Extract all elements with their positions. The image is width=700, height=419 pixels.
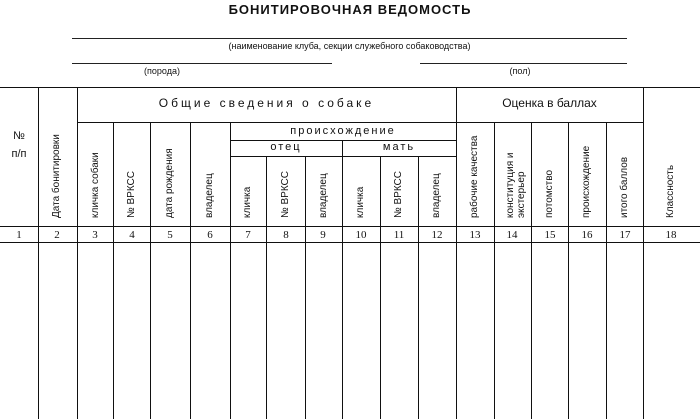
work-qualities-header: рабочие качества bbox=[469, 135, 480, 218]
constitution-header: конституция и экстерьер bbox=[505, 152, 527, 218]
sex-line bbox=[420, 63, 627, 64]
offspring-header: потомство bbox=[544, 169, 555, 218]
dog-name-header: кличка собаки bbox=[90, 152, 101, 218]
numbers-bottom-line bbox=[0, 242, 700, 243]
col-line-16 bbox=[606, 122, 607, 419]
col-line-4 bbox=[150, 122, 151, 419]
col-num-1: 1 bbox=[16, 229, 22, 241]
club-line bbox=[72, 38, 627, 39]
club-caption: (наименование клуба, секции служебного с… bbox=[228, 41, 471, 51]
col-num-4: 4 bbox=[129, 229, 135, 241]
numbers-top-line bbox=[0, 226, 700, 227]
owner-header: владелец bbox=[204, 173, 215, 218]
col-line-3 bbox=[113, 122, 114, 419]
mother-vrkss-header: № ВРКСС bbox=[393, 170, 404, 218]
col-num-12: 12 bbox=[431, 229, 443, 241]
father-header: отец bbox=[270, 141, 302, 153]
col-num-18: 18 bbox=[665, 229, 677, 241]
mother-name-header: кличка bbox=[355, 186, 366, 218]
col-line-14 bbox=[531, 122, 532, 419]
num-symbol-header: № bbox=[13, 130, 25, 142]
col-num-6: 6 bbox=[207, 229, 213, 241]
pedigree-header: происхождение bbox=[581, 145, 592, 218]
col-num-17: 17 bbox=[619, 229, 631, 241]
col-line-7 bbox=[266, 156, 267, 419]
father-owner-header: владелец bbox=[318, 173, 329, 218]
col-num-10: 10 bbox=[355, 229, 367, 241]
col-num-9: 9 bbox=[320, 229, 326, 241]
sex-caption: (пол) bbox=[509, 66, 531, 76]
col-line-12 bbox=[456, 87, 457, 419]
parents-line bbox=[230, 156, 456, 157]
score-header: Оценка в баллах bbox=[502, 96, 597, 110]
col-line-1 bbox=[38, 87, 39, 419]
num-pp-header: п/п bbox=[11, 148, 27, 160]
col-line-6 bbox=[230, 122, 231, 419]
col-line-5 bbox=[190, 122, 191, 419]
mother-header: мать bbox=[382, 141, 416, 153]
col-num-8: 8 bbox=[283, 229, 289, 241]
col-num-2: 2 bbox=[54, 229, 60, 241]
total-score-header: итого баллов bbox=[619, 156, 630, 218]
col-num-16: 16 bbox=[581, 229, 593, 241]
birth-date-header: дата рождения bbox=[164, 148, 175, 218]
col-num-7: 7 bbox=[245, 229, 251, 241]
mother-owner-header: владелец bbox=[431, 173, 442, 218]
breed-caption: (порода) bbox=[144, 66, 180, 76]
col-num-3: 3 bbox=[92, 229, 98, 241]
general-header: Общие сведения о собаке bbox=[158, 96, 375, 110]
general-group-line bbox=[77, 122, 456, 123]
origin-group-line bbox=[230, 140, 456, 141]
col-line-13 bbox=[494, 122, 495, 419]
col-line-10 bbox=[380, 156, 381, 419]
score-group-line bbox=[456, 122, 643, 123]
father-name-header: кличка bbox=[242, 186, 253, 218]
class-header: Классность bbox=[665, 164, 676, 218]
col-num-11: 11 bbox=[393, 229, 405, 241]
page-title: БОНИТИРОВОЧНАЯ ВЕДОМОСТЬ bbox=[228, 2, 472, 17]
col-line-9 bbox=[342, 140, 343, 419]
vrkss-header: № ВРКСС bbox=[126, 170, 137, 218]
col-num-13: 13 bbox=[469, 229, 481, 241]
father-vrkss-header: № ВРКСС bbox=[280, 170, 291, 218]
table-top-line bbox=[0, 87, 700, 88]
col-num-15: 15 bbox=[544, 229, 556, 241]
col-line-15 bbox=[568, 122, 569, 419]
col-num-5: 5 bbox=[167, 229, 173, 241]
col-line-11 bbox=[418, 156, 419, 419]
col-line-8 bbox=[305, 156, 306, 419]
col-line-17 bbox=[643, 87, 644, 419]
breed-line bbox=[72, 63, 332, 64]
col-line-2 bbox=[77, 87, 78, 419]
date-header: Дата бонитировки bbox=[51, 134, 62, 218]
col-num-14: 14 bbox=[506, 229, 518, 241]
origin-header: происхождение bbox=[290, 125, 396, 137]
